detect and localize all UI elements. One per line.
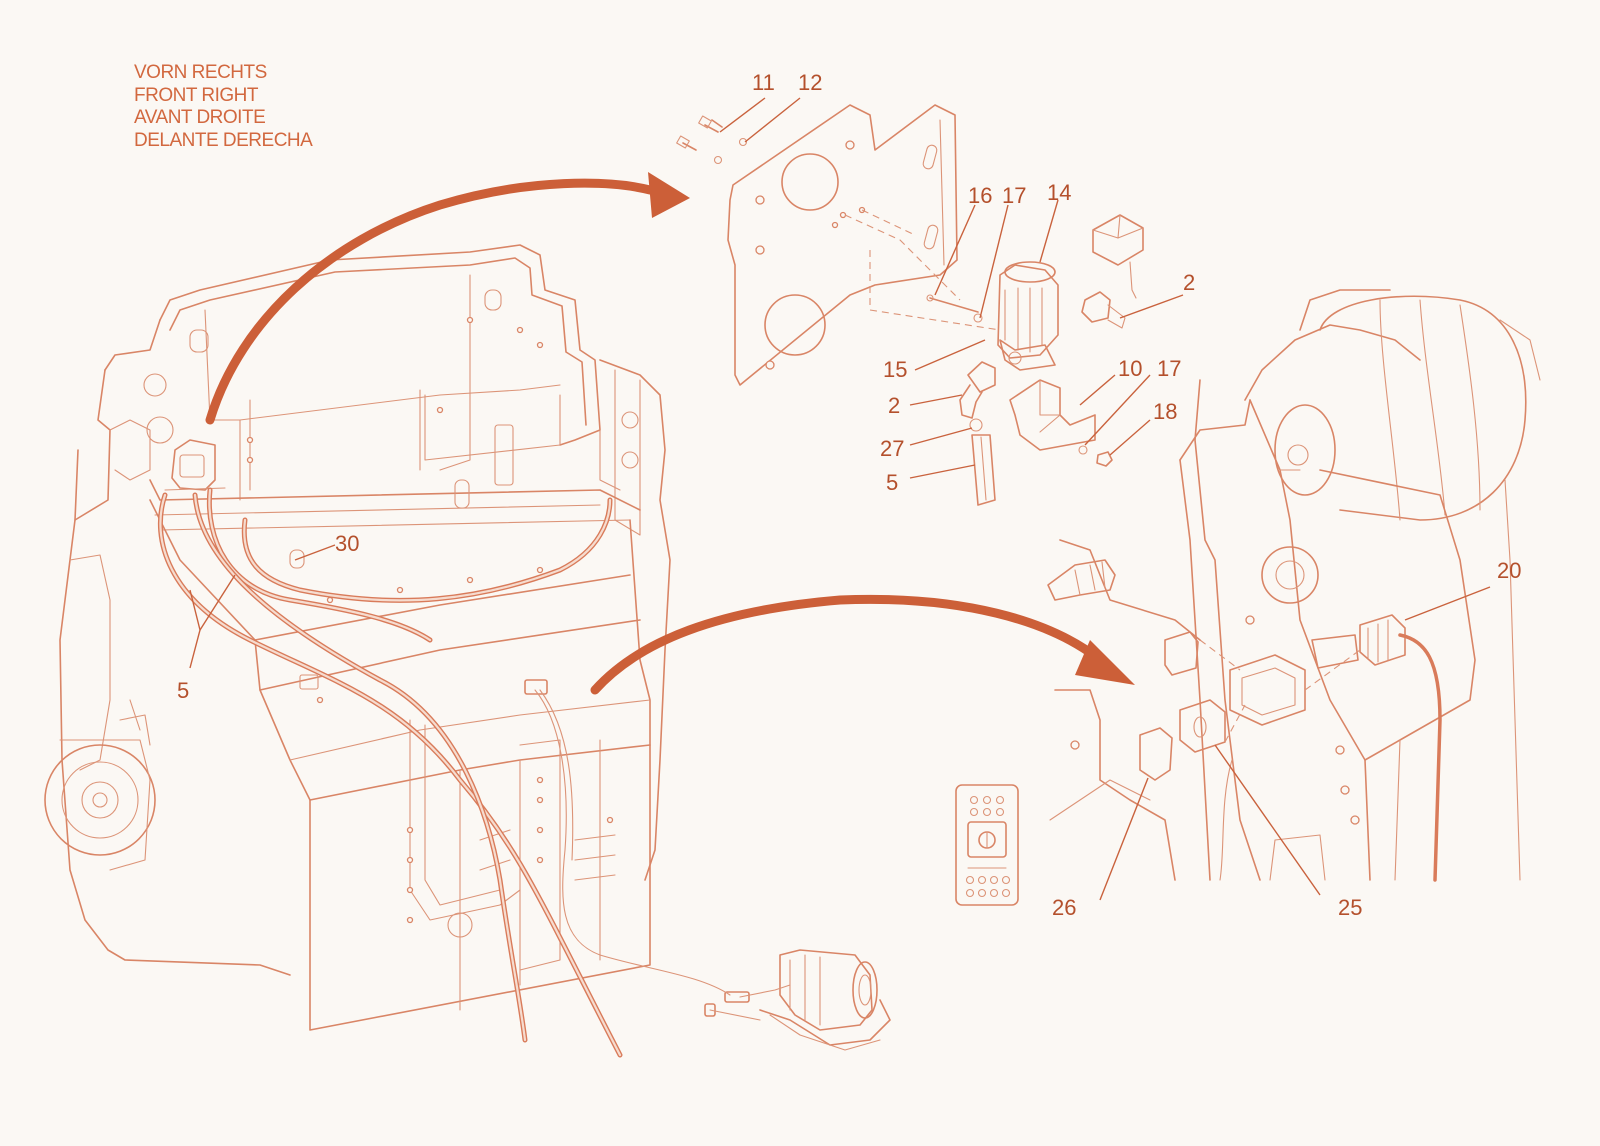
callout-27: 27 — [880, 436, 904, 461]
callout-5: 5 — [177, 678, 189, 703]
seat-base-assembly — [44, 244, 891, 1058]
callout-12: 12 — [798, 70, 822, 95]
pump-motor — [759, 949, 891, 1051]
bracket-plate — [676, 104, 1001, 386]
callout-18: 18 — [1153, 399, 1177, 424]
callout-16: 16 — [968, 183, 992, 208]
valve-mounted — [164, 439, 226, 491]
callout-numbers: 11 12 16 17 14 2 15 2 10 17 18 27 5 30 5… — [177, 70, 1521, 920]
callout-30: 30 — [335, 531, 359, 556]
callout-14: 14 — [1047, 180, 1071, 205]
orientation-label-english: FRONT RIGHT — [134, 84, 258, 106]
callout-15: 15 — [883, 357, 907, 382]
callout-17-washer: 17 — [1157, 356, 1181, 381]
callout-26: 26 — [1052, 895, 1076, 920]
callout-25: 25 — [1338, 895, 1362, 920]
callout-20: 20 — [1497, 558, 1521, 583]
control-console — [1047, 289, 1541, 882]
detail-arrows — [205, 172, 1135, 695]
solenoid-valve — [926, 214, 1144, 506]
rivet-holes — [246, 316, 614, 924]
orientation-label-spanish: DELANTE DERECHA — [134, 129, 313, 151]
callout-5-hose: 5 — [886, 470, 898, 495]
callout-10: 10 — [1118, 356, 1142, 381]
callout-2: 2 — [1183, 270, 1195, 295]
wire-connector — [524, 679, 548, 695]
callout-17: 17 — [1002, 183, 1026, 208]
orientation-label-block: VORN RECHTS FRONT RIGHT AVANT DROITE DEL… — [134, 62, 313, 152]
orientation-label-german: VORN RECHTS — [134, 62, 267, 83]
callout-11: 11 — [752, 70, 775, 95]
callout-2-elbow: 2 — [888, 393, 900, 418]
rocker-switch-face — [955, 784, 1019, 906]
orientation-label-french: AVANT DROITE — [134, 107, 266, 128]
hoses — [157, 487, 623, 1058]
leader-lines — [189, 97, 1491, 901]
